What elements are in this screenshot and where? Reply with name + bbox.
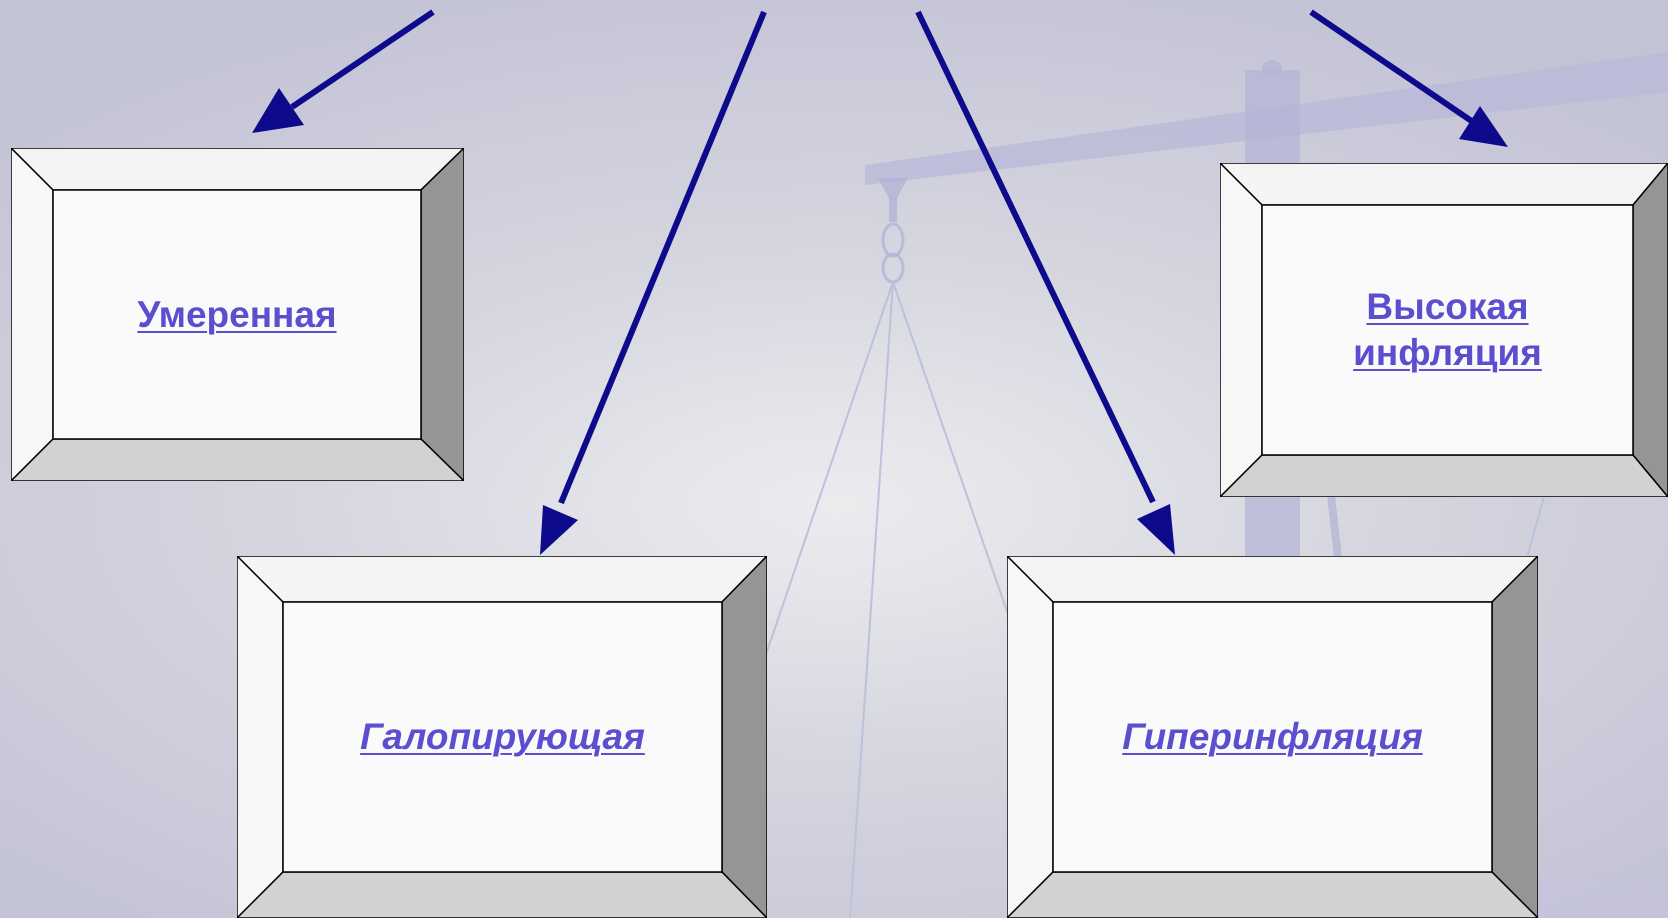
bevel-frame: [1220, 163, 1668, 497]
hyperinflation-label: Гиперинфляция: [1122, 716, 1423, 757]
hyperinflation-link[interactable]: Гиперинфляция: [1053, 602, 1492, 872]
bevel-frame: [11, 148, 464, 481]
galloping-inflation-link[interactable]: Галопирующая: [283, 602, 722, 872]
hyperinflation-box: Гиперинфляция: [1007, 556, 1538, 918]
moderate-inflation-link[interactable]: Умеренная: [53, 190, 421, 439]
bevel-frame: [237, 556, 767, 918]
moderate-inflation-box: Умеренная: [11, 148, 464, 481]
bevel-frame: [1007, 556, 1538, 918]
arrow-to-galloping: [540, 10, 767, 555]
arrow-to-moderate: [252, 9, 435, 133]
high-inflation-box: Высокая инфляция: [1220, 163, 1668, 497]
high-inflation-label: Высокая инфляция: [1353, 286, 1542, 373]
high-inflation-link[interactable]: Высокая инфляция: [1262, 205, 1633, 455]
arrow-to-hyper: [915, 10, 1175, 555]
galloping-inflation-label: Галопирующая: [360, 716, 645, 757]
arrow-to-high: [1309, 9, 1508, 147]
moderate-inflation-label: Умеренная: [137, 293, 337, 335]
galloping-inflation-box: Галопирующая: [237, 556, 767, 918]
